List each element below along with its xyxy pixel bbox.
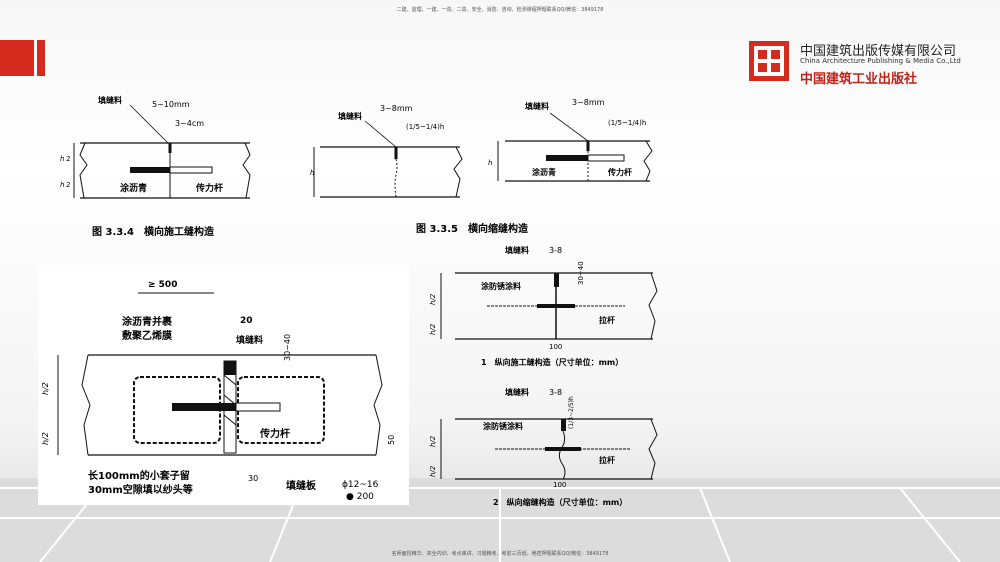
sleeve-label-2: 30mm空隙填以纱头等 — [88, 483, 193, 496]
publisher-name-en: China Architecture Publishing & Media Co… — [800, 57, 961, 65]
red-accent-stripe — [37, 40, 45, 76]
figure-334: 填缝料 5~10mm 3~4cm 涂沥青 传力杆 h 2 h 2 图 3.3.4… — [60, 95, 251, 238]
dowel-coated — [172, 403, 236, 411]
fig334-gap-dim: 5~10mm — [152, 100, 190, 109]
fig1-coat-label: 涂防锈涂料 — [481, 281, 521, 291]
left-h2-top: h/2 — [41, 382, 50, 395]
fig2-100-label: 100 — [553, 481, 566, 489]
dim-30-label: 30 — [248, 474, 258, 483]
rebar-label-1: ϕ12~16 — [342, 480, 379, 490]
dim-3040-label: 30~40 — [283, 334, 292, 361]
fig334-h-bottom: h — [60, 181, 64, 189]
publisher-name-stylized: 中国建筑工业出版社 — [800, 72, 918, 87]
fig335-fill-label-b: 填缝料 — [525, 101, 549, 111]
figure-335: 填缝料 3~8mm (1/5~1/4)h h 填缝料 3~8mm (1/5~1/… — [310, 98, 653, 235]
fig335-frac-a: (1/5~1/4)h — [406, 123, 444, 131]
fig2-caption: 2 纵向缩缝构造（尺寸单位：mm） — [493, 497, 627, 507]
fig334-break-right — [242, 142, 251, 199]
fig1-caption: 1 纵向施工缝构造（尺寸单位：mm） — [481, 357, 623, 367]
fig2-fill-label: 填缝料 — [505, 387, 529, 397]
filler-hatch-3 — [223, 414, 237, 426]
dim-50-label: 50 — [387, 435, 396, 445]
asphalt-label-2: 敷聚乙烯膜 — [122, 329, 172, 342]
left-bar-label: 传力杆 — [259, 427, 290, 440]
red-accent-bar — [0, 40, 34, 76]
fig334-asphalt-label: 涂沥青 — [120, 182, 147, 194]
fig335-dowel-coated — [546, 155, 592, 161]
left-break-left — [81, 354, 91, 456]
fig335-frac-b: (1/5~1/4)h — [608, 119, 646, 127]
filler-hatch-1 — [223, 374, 237, 386]
bottom-banner-text: 名师面授精华、夹全内训、考点串讲、习题精考、考前三页纸、绝密押题联系QQ/微信：… — [391, 551, 609, 557]
fig1-100-label: 100 — [549, 343, 562, 351]
fig335-h-a: h — [310, 169, 314, 177]
left-break-right — [373, 354, 383, 456]
fig335-crack-a — [394, 158, 398, 198]
fig334-depth-dim: 3~4cm — [175, 119, 204, 128]
fig2-break — [648, 418, 658, 480]
fig334-h-top: h — [60, 155, 64, 163]
fig334-bar-label: 传力杆 — [195, 182, 223, 194]
fig334-dowel-coated — [130, 167, 185, 173]
dim-20-label: 20 — [240, 316, 253, 326]
fig2-h2-top: h/2 — [429, 435, 437, 447]
fig1-h2-bottom: h/2 — [429, 323, 437, 335]
fig334-dowel — [169, 166, 213, 174]
fig335-bar-label: 传力杆 — [607, 167, 632, 177]
fig1-38-label: 3-8 — [549, 246, 562, 255]
board-label: 填缝板 — [286, 479, 317, 492]
fig334-break-left — [79, 142, 88, 199]
dim-500-label: ≥ 500 — [148, 280, 177, 290]
fig1-h2-top: h/2 — [429, 293, 437, 305]
fig2-coat-label: 涂防锈涂料 — [483, 421, 523, 431]
fig334-2-bottom: 2 — [66, 181, 70, 189]
fig335-gap-a: 3~8mm — [380, 104, 413, 113]
fig335-caption: 图 3.3.5 横向缩缝构造 — [416, 222, 529, 235]
fig335-break-b — [643, 140, 653, 182]
fig1-rod-coated — [537, 304, 575, 308]
fig2-rod-coated — [545, 447, 581, 451]
dowel-bare — [235, 402, 281, 412]
sleeve-label-1: 长100mm的小套子留 — [88, 469, 190, 482]
fig1-rod-label: 拉杆 — [599, 315, 615, 325]
rebar-cage-right — [237, 376, 325, 444]
fig335-leader-a — [364, 120, 397, 148]
fig2-crack — [558, 430, 566, 480]
fig334-fill-label: 填缝料 — [98, 95, 122, 105]
fig335-asphalt-label: 涂沥青 — [532, 167, 556, 177]
fig1-break — [648, 272, 658, 340]
fig2-h2-bottom: h/2 — [429, 465, 437, 477]
publisher-name-cn: 中国建筑出版传媒有限公司 — [800, 44, 957, 59]
fig2-rod-label: 拉杆 — [599, 455, 615, 465]
fig334-caption: 图 3.3.4 横向施工缝构造 — [92, 225, 215, 238]
fig335-gap-b: 3~8mm — [572, 98, 605, 107]
fig335-dowel — [587, 154, 625, 162]
left-fill-label: 填缝料 — [236, 334, 263, 346]
fig334-2-top: 2 — [66, 155, 70, 163]
asphalt-label-1: 涂沥青并裹 — [122, 315, 173, 328]
left-detail-drawing: ≥ 500 涂沥青并裹 敷聚乙烯膜 20 填缝料 30~40 h/2 h/2 传… — [41, 280, 396, 502]
left-h2-bottom: h/2 — [41, 432, 50, 445]
left-detail-panel: ≥ 500 涂沥青并裹 敷聚乙烯膜 20 填缝料 30~40 h/2 h/2 传… — [38, 265, 409, 505]
publisher-logo-icon — [749, 41, 789, 81]
top-banner-text: 二建、监理、一建、一造、二造、安全、消防、咨询、检测课程押题联系QQ/微信：38… — [396, 7, 604, 13]
fig1-fill-label: 填缝料 — [505, 245, 529, 255]
fig335-fill-label-a: 填缝料 — [338, 111, 362, 121]
figure-longitudinal: 填缝料 3-8 30~40 涂防锈涂料 拉杆 100 h/2 h/2 1 纵向施… — [429, 245, 658, 507]
fig2-frac-label: (1/3~2/5)h — [568, 396, 575, 429]
fig1-fill-mark — [554, 273, 559, 287]
fig335-break-a — [453, 146, 463, 198]
fig334-leader — [129, 104, 169, 144]
fig335-leader-b — [549, 112, 589, 142]
rebar-label-2: ● 200 — [346, 492, 374, 502]
filler-top-seal — [224, 361, 236, 375]
fig2-fill-mark — [561, 419, 566, 431]
fig2-38-label: 3-8 — [549, 388, 562, 397]
fig335-h-b: h — [488, 159, 492, 167]
